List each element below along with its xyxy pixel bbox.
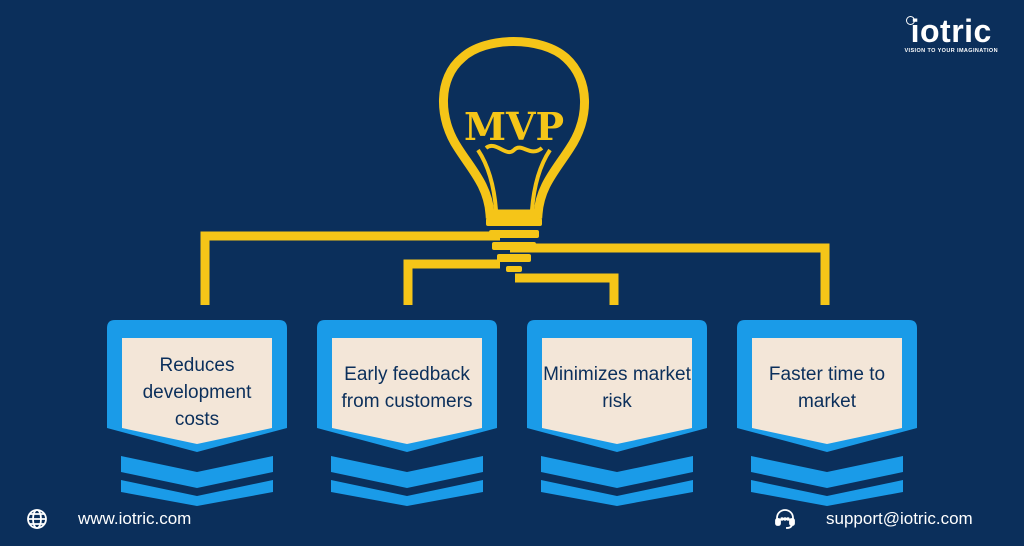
bulb-label: MVP: [464, 104, 564, 149]
connector-inner-left: [403, 259, 500, 305]
headset-icon: [775, 509, 795, 529]
benefit-label-1: Reduces development costs: [142, 354, 252, 430]
benefit-chevron-upper-3: [541, 456, 693, 488]
bulb-base-tip: [506, 266, 522, 272]
bulb-base-1: [486, 218, 542, 226]
bulb-outline: [439, 37, 589, 219]
support-email[interactable]: support@iotric.com: [826, 509, 973, 528]
bulb-base-3: [492, 242, 536, 250]
footer-support[interactable]: support@iotric.com: [774, 508, 973, 530]
bulb-base-4: [497, 254, 531, 262]
benefit-label-2: Early feedback from customers: [341, 364, 473, 412]
benefit-chevron-upper-4: [751, 456, 903, 488]
connector-outer-left: [200, 231, 500, 305]
globe-icon: [27, 509, 47, 529]
benefit-chevron-lower-3: [541, 480, 693, 506]
benefit-cards: [107, 320, 917, 506]
brand-logo: iotric VISION TO YOUR IMAGINATION: [904, 14, 998, 54]
benefit-card-panel-1: [122, 338, 272, 444]
benefit-card-panel-4: [752, 338, 902, 444]
benefit-chevron-upper-1: [121, 456, 273, 488]
benefit-card-panel-2: [332, 338, 482, 444]
benefit-label-4: Faster time to market: [768, 364, 886, 412]
benefit-chevron-lower-1: [121, 480, 273, 506]
benefit-card-panel-3: [542, 338, 692, 444]
brand-tagline: VISION TO YOUR IMAGINATION: [904, 48, 998, 54]
benefit-chevron-upper-2: [331, 456, 483, 488]
benefit-chevron-lower-2: [331, 480, 483, 506]
bulb-base-2: [489, 230, 539, 238]
brand-name: iotric: [910, 13, 992, 49]
connector-lines: [200, 231, 830, 305]
website-link[interactable]: www.iotric.com: [78, 509, 192, 528]
connector-outer-right: [510, 243, 830, 305]
connector-inner-right: [515, 273, 619, 305]
bulb-filament: [476, 144, 552, 211]
benefit-chevron-lower-4: [751, 480, 903, 506]
footer-website[interactable]: www.iotric.com: [26, 508, 191, 530]
benefit-label-3: Minimizes market risk: [543, 364, 691, 412]
light-bulb-icon: MVP: [439, 37, 589, 272]
brand-mark-icon: [906, 16, 916, 25]
